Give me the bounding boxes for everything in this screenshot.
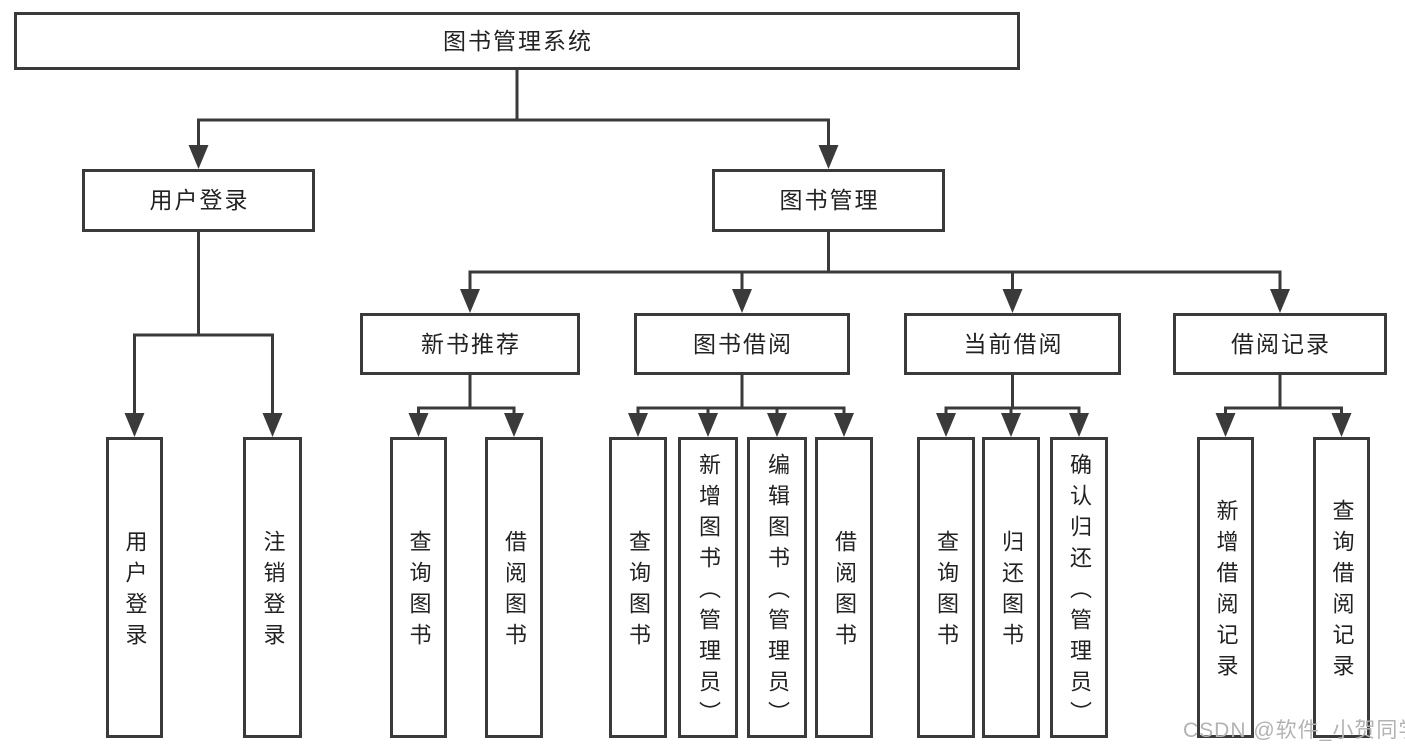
leaf-query-borrow-record-label: 查询借阅记录 — [1329, 499, 1355, 685]
leaf-user-login: 用户登录 — [106, 437, 163, 738]
leaf-edit-books-admin-label: 编辑图书（管理员） — [765, 452, 790, 732]
node-root-label: 图书管理系统 — [443, 27, 593, 54]
node-user-login-label: 用户登录 — [149, 187, 250, 213]
node-borrow-records-label: 借阅记录 — [1231, 330, 1331, 357]
leaf-query-books-1: 查询图书 — [390, 437, 447, 738]
leaf-borrow-books-1-label: 借阅图书 — [502, 530, 527, 654]
leaf-query-books-2: 查询图书 — [609, 437, 667, 738]
leaf-query-books-3-label: 查询图书 — [934, 530, 959, 654]
leaf-confirm-return-admin-label: 确认归还（管理员） — [1067, 452, 1092, 732]
leaf-return-books-label: 归还图书 — [999, 530, 1024, 654]
connector-path — [133, 68, 1343, 417]
leaf-borrow-books-2: 借阅图书 — [815, 437, 873, 738]
leaf-query-borrow-record: 查询借阅记录 — [1313, 437, 1370, 738]
node-current-borrow: 当前借阅 — [904, 313, 1121, 375]
leaf-add-books-admin: 新增图书（管理员） — [678, 437, 738, 738]
node-borrow-records: 借阅记录 — [1173, 313, 1387, 375]
node-book-management-label: 图书管理 — [779, 187, 880, 213]
leaf-query-books-3: 查询图书 — [917, 437, 975, 738]
node-user-login: 用户登录 — [82, 169, 315, 232]
leaf-confirm-return-admin: 确认归还（管理员） — [1050, 437, 1108, 738]
leaf-query-books-2-label: 查询图书 — [626, 530, 651, 654]
node-new-book-recommend-label: 新书推荐 — [421, 330, 521, 357]
leaf-return-books: 归还图书 — [982, 437, 1040, 738]
leaf-borrow-books-2-label: 借阅图书 — [832, 530, 857, 654]
node-current-borrow-label: 当前借阅 — [963, 330, 1064, 357]
leaf-add-borrow-record: 新增借阅记录 — [1197, 437, 1254, 738]
node-book-borrow: 图书借阅 — [634, 313, 850, 375]
node-book-borrow-label: 图书借阅 — [693, 330, 793, 357]
leaf-logout: 注销登录 — [243, 437, 302, 738]
arrowheads — [124, 145, 1352, 437]
node-new-book-recommend: 新书推荐 — [360, 313, 580, 375]
leaf-add-borrow-record-label: 新增借阅记录 — [1213, 499, 1239, 685]
node-root: 图书管理系统 — [14, 12, 1020, 70]
leaf-add-books-admin-label: 新增图书（管理员） — [696, 452, 721, 732]
leaf-edit-books-admin: 编辑图书（管理员） — [747, 437, 807, 738]
leaf-query-books-1-label: 查询图书 — [406, 530, 432, 654]
leaf-borrow-books-1: 借阅图书 — [485, 437, 543, 738]
leaf-logout-label: 注销登录 — [260, 530, 286, 654]
watermark: CSDN @软件_小贺同学 — [1183, 719, 1405, 742]
node-book-management: 图书管理 — [712, 169, 945, 232]
leaf-user-login-label: 用户登录 — [122, 530, 148, 654]
